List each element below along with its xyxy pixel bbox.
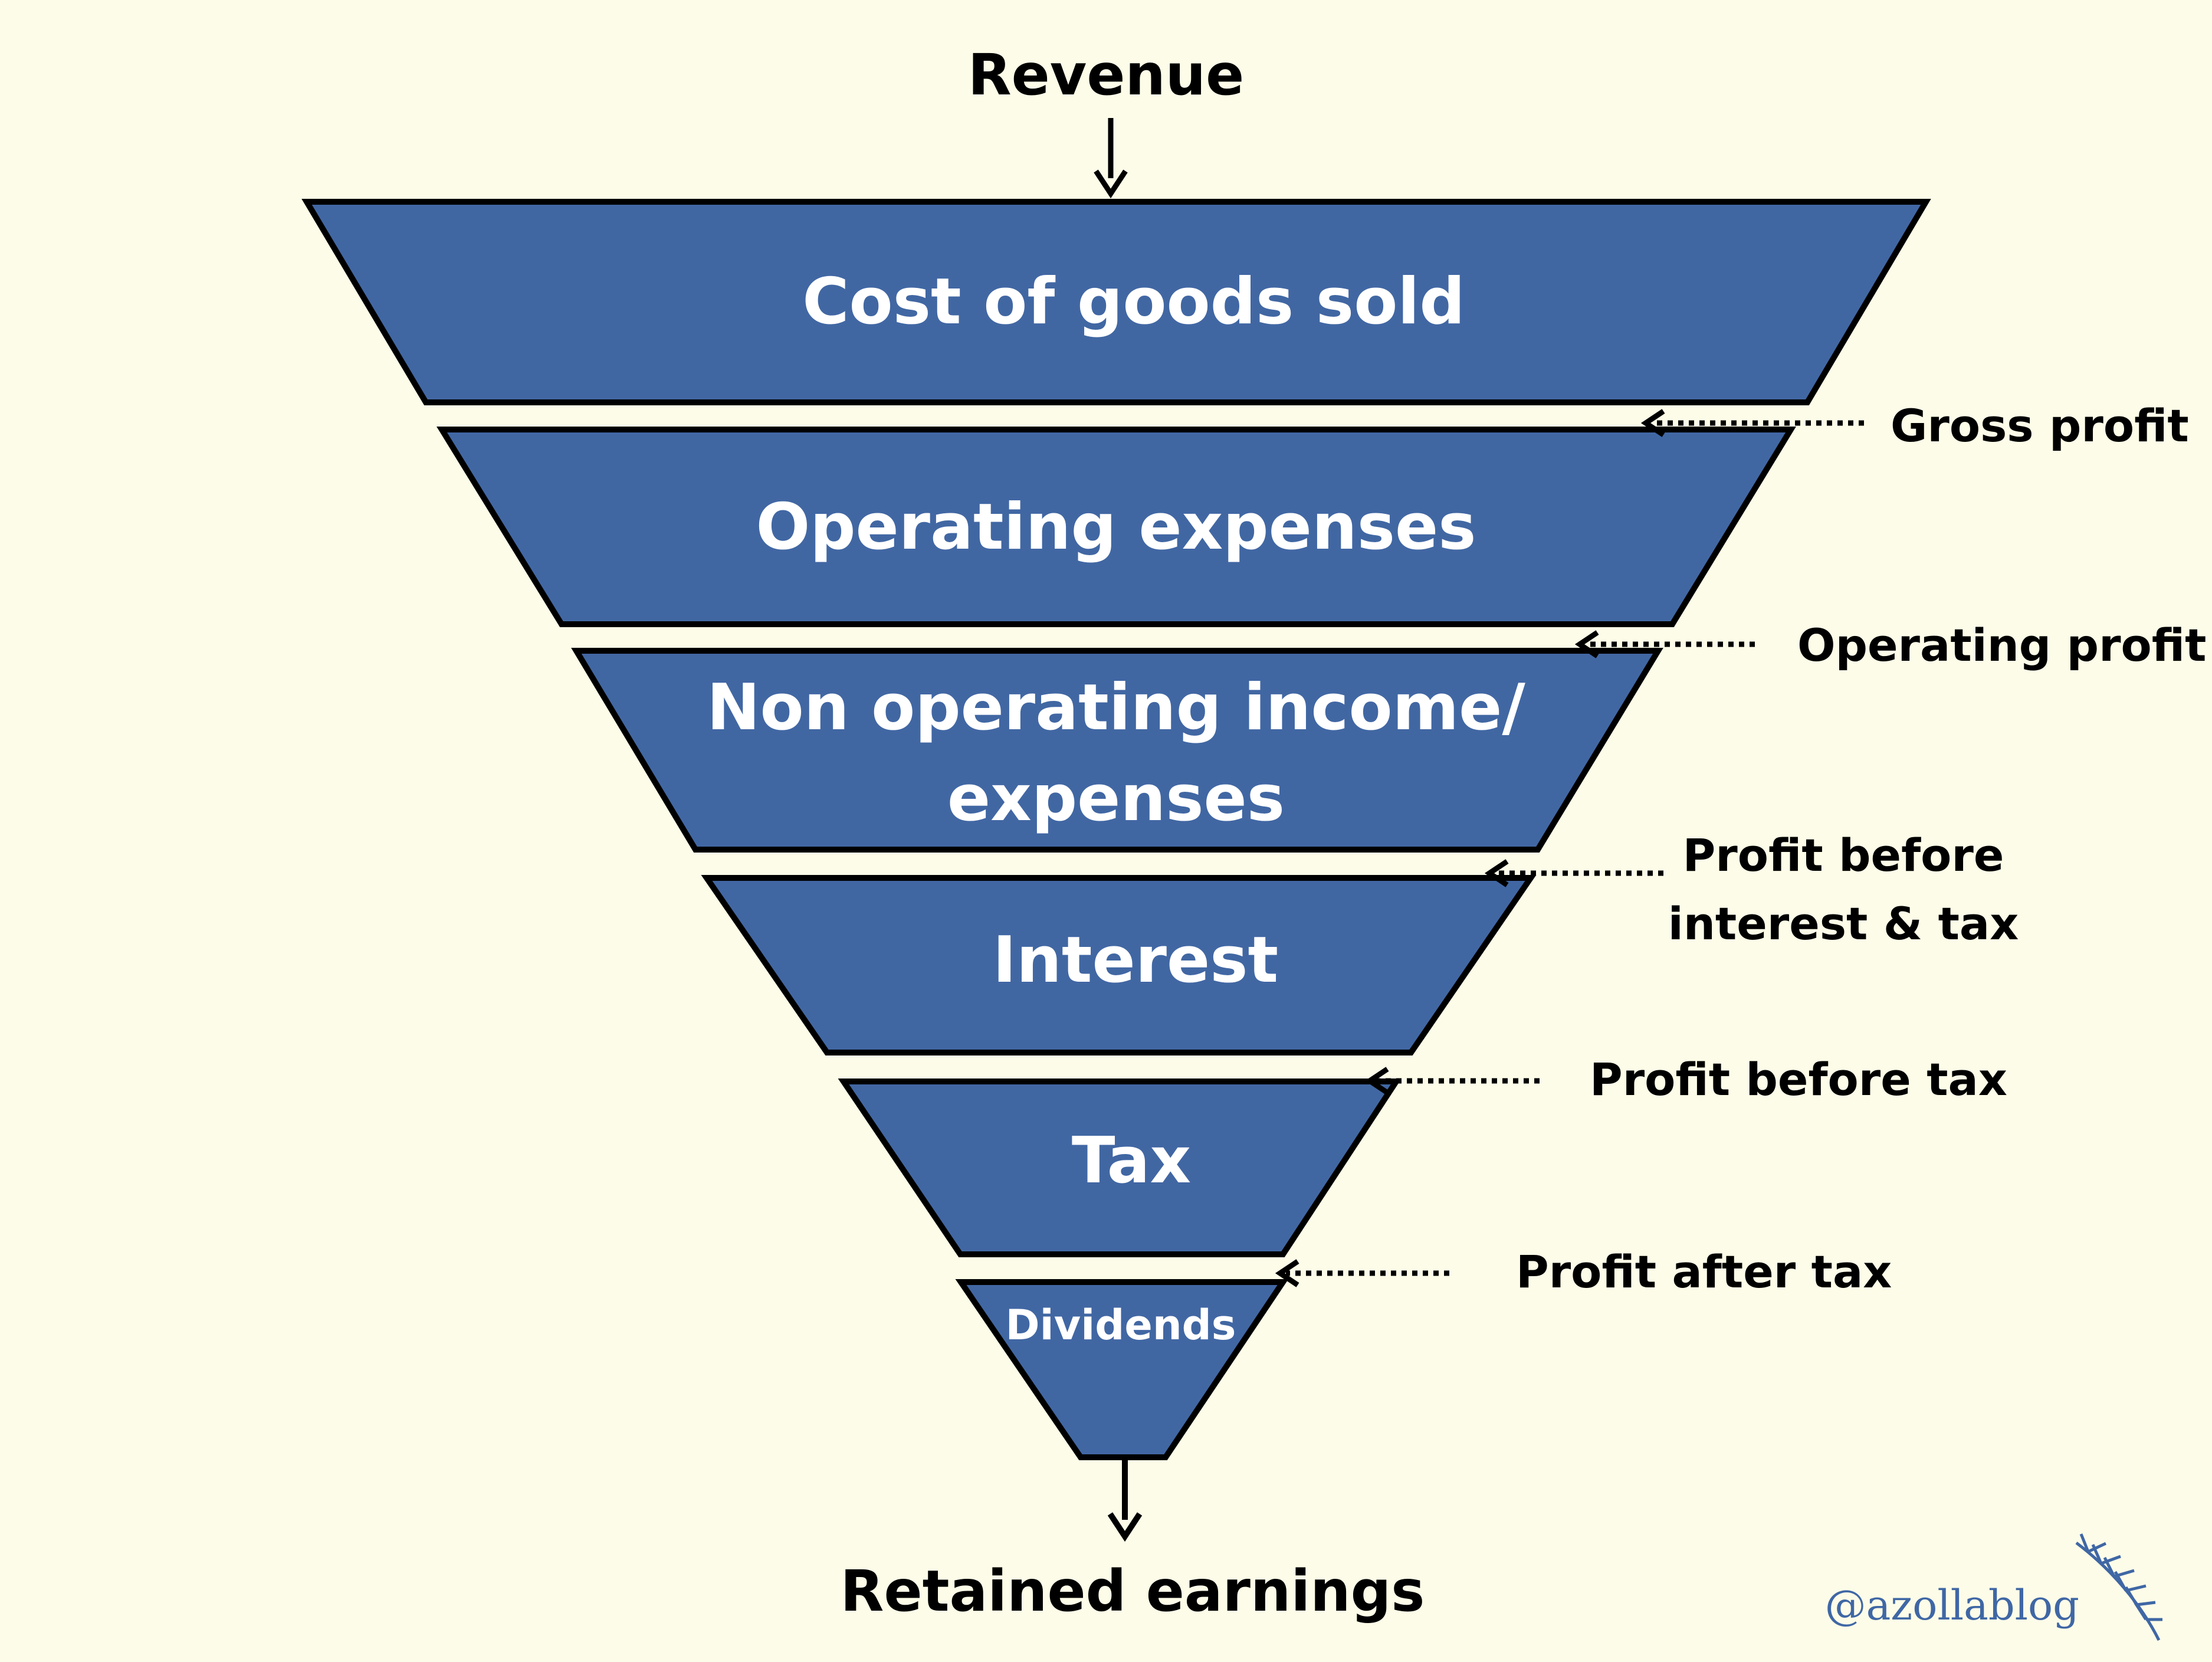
revenue-arrow xyxy=(1094,118,1128,199)
layer-label: Interest xyxy=(993,923,1278,997)
profit-label: Profit before tax xyxy=(1590,1053,2007,1106)
layer-label-line-2: expenses xyxy=(947,762,1285,835)
retained-earnings-label: Retained earnings xyxy=(841,1558,1425,1624)
profit-label: Gross profit xyxy=(1891,399,2189,452)
profit-after-tax-pointer: Profit after tax xyxy=(1275,1245,1892,1298)
profit-before-tax-pointer: Profit before tax xyxy=(1364,1053,2007,1106)
layer-label: Cost of goods sold xyxy=(802,265,1465,339)
watermark-handle: @azollablog xyxy=(1825,1581,2079,1630)
funnel-layer-non-operating: Non operating income/ expenses xyxy=(571,648,1663,853)
funnel-layer-dividends: Dividends xyxy=(955,1279,1289,1460)
operating-profit-pointer: Operating profit xyxy=(1574,619,2206,671)
profit-label: Profit after tax xyxy=(1516,1245,1892,1298)
funnel-layer-operating-expenses: Operating expenses xyxy=(437,427,1796,627)
funnel-layer-interest: Interest xyxy=(701,875,1537,1055)
profit-label-line-2: interest & tax xyxy=(1668,897,2019,950)
layer-label: Operating expenses xyxy=(756,490,1476,564)
profit-before-interest-tax-pointer: Profit before interest & tax xyxy=(1484,829,2019,950)
funnel-layer-cogs: Cost of goods sold xyxy=(301,199,1931,405)
gross-profit-pointer: Gross profit xyxy=(1640,399,2189,452)
layer-label-line-1: Non operating income/ xyxy=(707,671,1525,745)
funnel-layer-tax: Tax xyxy=(838,1079,1402,1257)
layer-label: Dividends xyxy=(1006,1301,1236,1349)
profit-label: Operating profit xyxy=(1797,619,2206,671)
fern-leaf-icon xyxy=(2075,1533,2162,1641)
profit-label-line-1: Profit before xyxy=(1683,829,2004,881)
layer-label: Tax xyxy=(1072,1124,1191,1198)
revenue-label: Revenue xyxy=(968,42,1245,108)
retained-earnings-arrow xyxy=(1107,1460,1143,1542)
